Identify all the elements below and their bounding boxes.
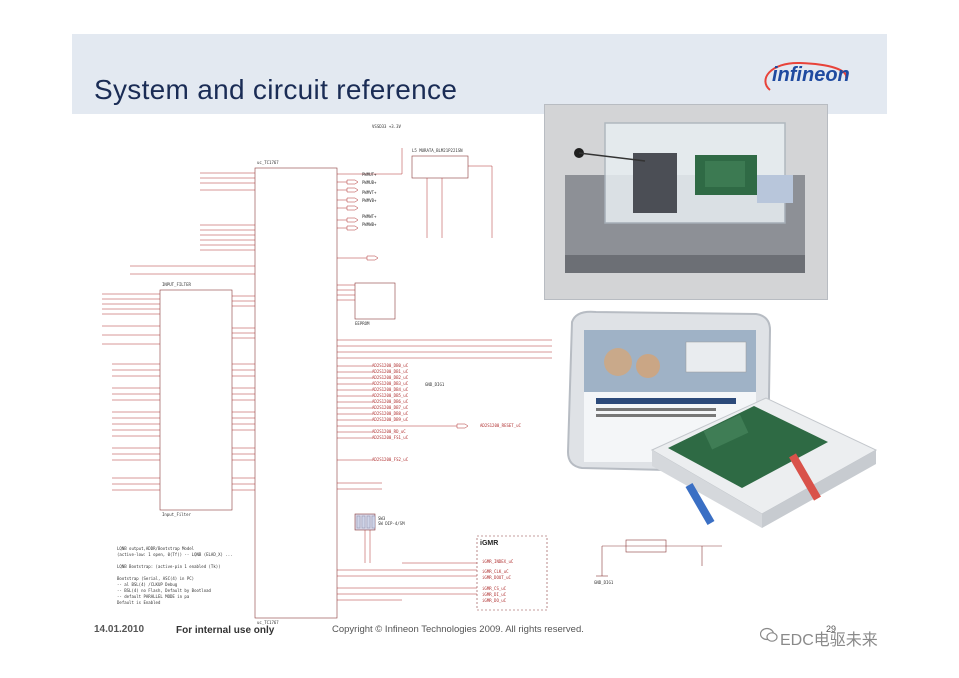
infineon-logo bbox=[764, 61, 848, 91]
svg-text:INPUT_FILTER: INPUT_FILTER bbox=[162, 282, 191, 287]
svg-text:AD2S1200_DB7_uC: AD2S1200_DB7_uC bbox=[372, 405, 409, 410]
svg-text:(active-low: 1 open, 0(Tf)) --: (active-low: 1 open, 0(Tf)) -- LQNB (ELA… bbox=[117, 552, 233, 557]
svg-text:AD2S1200_DB8_uC: AD2S1200_DB8_uC bbox=[372, 411, 409, 416]
svg-text:-- BSL(4) no Flash, Default by: -- BSL(4) no Flash, Default by Bootload bbox=[117, 588, 212, 593]
watermark: EDC电驱未来 bbox=[780, 632, 878, 649]
svg-text:AD2S1200_DB4_uC: AD2S1200_DB4_uC bbox=[372, 387, 409, 392]
svg-text:Bootstrap (Serial, ASC(4) in P: Bootstrap (Serial, ASC(4) in PC) bbox=[117, 576, 194, 581]
wechat-icon bbox=[760, 627, 778, 642]
svg-text:-- default PARALLEL MODE in pa: -- default PARALLEL MODE in pa bbox=[117, 594, 190, 599]
svg-text:PWMUT+: PWMUT+ bbox=[362, 172, 377, 177]
svg-text:AD2S1200_FS1_uC: AD2S1200_FS1_uC bbox=[372, 435, 409, 440]
svg-text:iGMR: iGMR bbox=[480, 540, 498, 547]
header-band bbox=[72, 34, 887, 114]
logo-text: infineon bbox=[772, 64, 850, 86]
svg-text:AD2S1200_DB2_uC: AD2S1200_DB2_uC bbox=[372, 375, 409, 380]
svg-text:uc_TC1767: uc_TC1767 bbox=[257, 160, 279, 165]
svg-text:PWMUB+: PWMUB+ bbox=[362, 180, 377, 185]
svg-text:Default is Enabled: Default is Enabled bbox=[117, 600, 161, 605]
ground-detail-schematic: GND_DIG1 bbox=[594, 539, 722, 585]
footer-date: 14.01.2010 bbox=[94, 624, 145, 635]
svg-text:AD2S1200_FS2_uC: AD2S1200_FS2_uC bbox=[372, 457, 409, 462]
svg-text:SW DIP-4/SM: SW DIP-4/SM bbox=[378, 521, 405, 526]
svg-text:-- al BSL(4) /CLKUP Debug: -- al BSL(4) /CLKUP Debug bbox=[117, 582, 178, 587]
test-bench-photo bbox=[544, 104, 828, 300]
svg-text:iGMR_INDEX_uC: iGMR_INDEX_uC bbox=[482, 559, 514, 564]
svg-text:AD2S1200_DB1_uC: AD2S1200_DB1_uC bbox=[372, 369, 409, 374]
svg-text:EEPROM: EEPROM bbox=[355, 321, 370, 326]
svg-text:iGMR_CS_uC: iGMR_CS_uC bbox=[482, 586, 507, 591]
svg-text:AD2S1200_DB3_uC: AD2S1200_DB3_uC bbox=[372, 381, 409, 386]
svg-text:PWMWT+: PWMWT+ bbox=[362, 214, 377, 219]
circuit-schematic: PWMUT+ PWMUB+ PWMVT+ PWMVB+ PWMWT+ PWMWB… bbox=[102, 124, 552, 625]
svg-text:iGMR_CLK_uC: iGMR_CLK_uC bbox=[482, 569, 509, 574]
footer-copyright: Copyright © Infineon Technologies 2009. … bbox=[332, 624, 584, 635]
svg-text:Input_Filter: Input_Filter bbox=[162, 512, 191, 517]
svg-text:AD2S1200_RD_uC: AD2S1200_RD_uC bbox=[372, 429, 406, 434]
svg-text:GND_DIG1: GND_DIG1 bbox=[594, 580, 614, 585]
svg-text:VSSD33 +3.3V: VSSD33 +3.3V bbox=[372, 124, 401, 129]
svg-text:AD2S1200_RESET_uC: AD2S1200_RESET_uC bbox=[480, 423, 522, 428]
evaluation-kit-photo bbox=[566, 310, 878, 528]
svg-text:AD2S1200_DB0_uC: AD2S1200_DB0_uC bbox=[372, 363, 409, 368]
footer-internal-note: For internal use only bbox=[176, 625, 275, 636]
svg-text:SW3: SW3 bbox=[378, 516, 386, 521]
svg-text:PWMVB+: PWMVB+ bbox=[362, 198, 377, 203]
svg-text:LQNB Bootstrap: (active-pin 1: LQNB Bootstrap: (active-pin 1 enabled (T… bbox=[117, 564, 221, 569]
svg-text:iGMR_DOUT_uC: iGMR_DOUT_uC bbox=[482, 575, 511, 580]
svg-text:LQNB output,ADDR/Bootstrap Mod: LQNB output,ADDR/Bootstrap Model bbox=[117, 546, 195, 551]
svg-text:AD2S1200_DB9_uC: AD2S1200_DB9_uC bbox=[372, 417, 409, 422]
svg-text:GND_DIG1: GND_DIG1 bbox=[425, 382, 445, 387]
svg-text:L5 MURATA_BLM21P221SN: L5 MURATA_BLM21P221SN bbox=[412, 148, 463, 153]
slide-title: System and circuit reference bbox=[94, 74, 458, 105]
page-number: 29 bbox=[826, 624, 837, 634]
svg-text:uc_TC1767: uc_TC1767 bbox=[257, 620, 279, 625]
svg-text:iGMR_DI_uC: iGMR_DI_uC bbox=[482, 592, 507, 597]
svg-text:AD2S1200_DB5_uC: AD2S1200_DB5_uC bbox=[372, 393, 409, 398]
svg-text:PWMVT+: PWMVT+ bbox=[362, 190, 377, 195]
svg-text:AD2S1200_DB6_uC: AD2S1200_DB6_uC bbox=[372, 399, 409, 404]
svg-text:iGMR_DO_uC: iGMR_DO_uC bbox=[482, 598, 507, 603]
svg-text:PWMWB+: PWMWB+ bbox=[362, 222, 377, 227]
